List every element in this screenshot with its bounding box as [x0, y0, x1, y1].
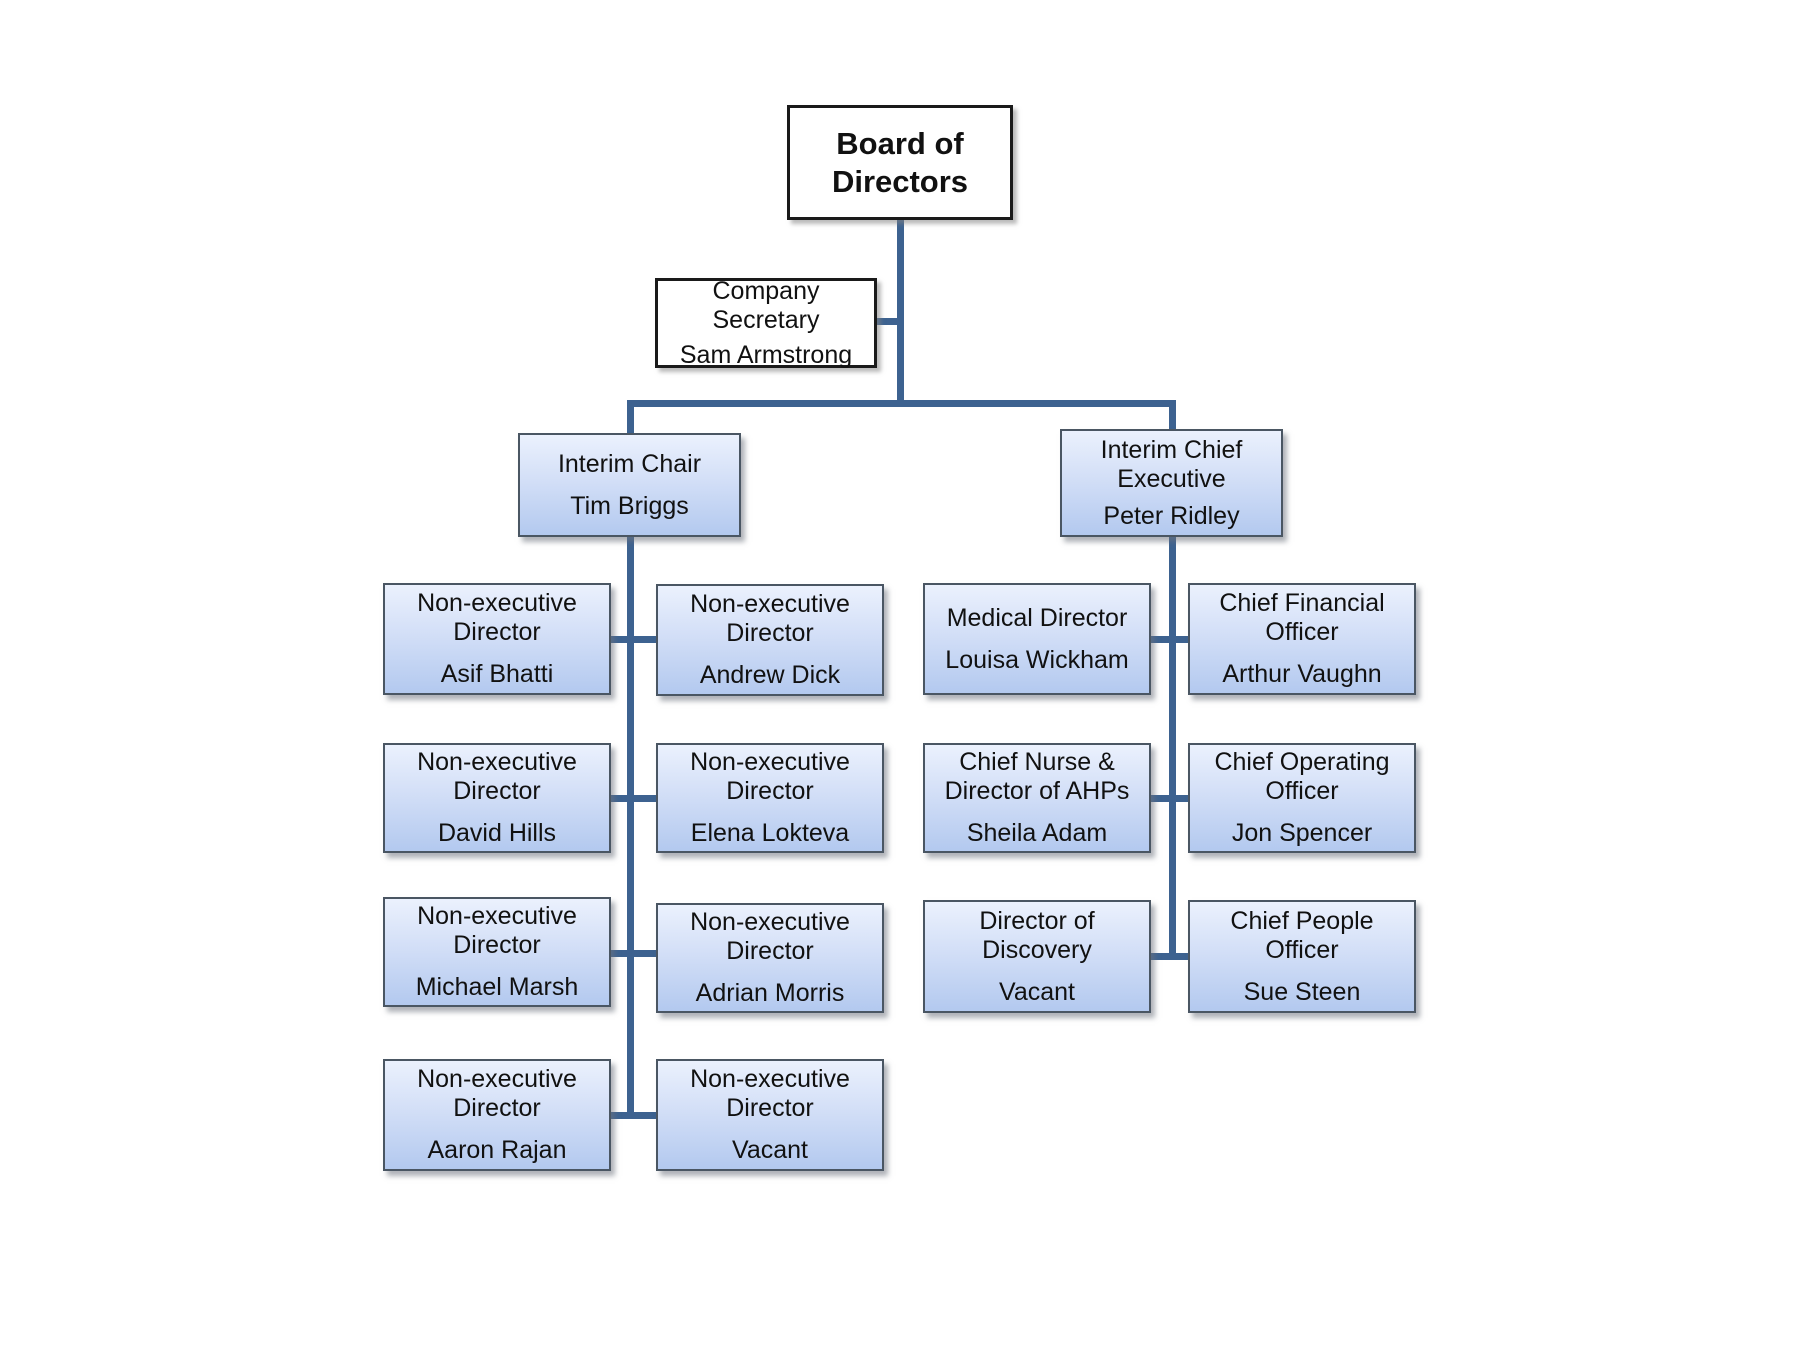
- node-director-of-discovery: Director of Discovery Vacant: [923, 900, 1151, 1013]
- role-label: Non-executive Director: [690, 1065, 850, 1122]
- connector-executive-trunk: [1169, 535, 1176, 959]
- name-label: Adrian Morris: [695, 979, 845, 1007]
- role-label: Non-executive Director: [417, 748, 577, 805]
- name-label: Vacant: [732, 1136, 808, 1164]
- role-label: Non-executive Director: [690, 908, 850, 965]
- name-label: Sam Armstrong: [679, 340, 853, 369]
- role-label: Interim Chief Executive: [1100, 435, 1243, 493]
- name-label: Vacant: [999, 977, 1075, 1006]
- node-chief-financial-officer: Chief Financial Officer Arthur Vaughn: [1188, 583, 1416, 695]
- role-label: Chief People Officer: [1230, 906, 1374, 964]
- role-label: Medical Director: [946, 603, 1128, 632]
- name-label: Tim Briggs: [570, 491, 689, 520]
- connector-main-horizontal: [627, 400, 1176, 407]
- role-label: Non-executive Director: [417, 902, 577, 959]
- name-label: Sue Steen: [1243, 977, 1361, 1006]
- node-interim-chair: Interim Chair Tim Briggs: [518, 433, 741, 537]
- connector-chair-trunk: [627, 535, 634, 1118]
- node-interim-chief-executive: Interim Chief Executive Peter Ridley: [1060, 429, 1283, 537]
- connector-board-drop: [897, 220, 904, 403]
- role-label: Chief Nurse & Director of AHPs: [944, 748, 1130, 805]
- node-company-secretary: Company Secretary Sam Armstrong: [655, 276, 877, 369]
- role-label: Chief Financial Officer: [1219, 589, 1385, 646]
- name-label: Jon Spencer: [1231, 819, 1373, 847]
- name-label: Asif Bhatti: [440, 660, 554, 688]
- role-label: Non-executive Director: [417, 589, 577, 646]
- name-label: Andrew Dick: [699, 661, 841, 689]
- node-board-of-directors: Board of Directors: [787, 105, 1013, 220]
- name-label: Peter Ridley: [1103, 501, 1240, 530]
- node-ned-andrew-dick: Non-executive Director Andrew Dick: [656, 584, 884, 696]
- node-ned-david-hills: Non-executive Director David Hills: [383, 743, 611, 853]
- connector-chair-row4-stub: [606, 1112, 660, 1119]
- role-label: Non-executive Director: [690, 590, 850, 647]
- name-label: Sheila Adam: [966, 819, 1108, 847]
- node-chief-people-officer: Chief People Officer Sue Steen: [1188, 900, 1416, 1013]
- node-ned-adrian-morris: Non-executive Director Adrian Morris: [656, 903, 884, 1013]
- connector-exec-row2-stub: [1147, 795, 1192, 802]
- connector-secretary-stub: [876, 318, 900, 325]
- connector-chair-row2-stub: [606, 795, 660, 802]
- name-label: Michael Marsh: [415, 973, 579, 1001]
- name-label: Elena Lokteva: [690, 819, 850, 847]
- name-label: Aaron Rajan: [427, 1136, 567, 1164]
- role-label: Chief Operating Officer: [1214, 748, 1390, 805]
- node-ned-vacant: Non-executive Director Vacant: [656, 1059, 884, 1171]
- connector-exec-row1-stub: [1147, 636, 1192, 643]
- node-chief-operating-officer: Chief Operating Officer Jon Spencer: [1188, 743, 1416, 853]
- name-label: Arthur Vaughn: [1222, 660, 1382, 688]
- role-label: Director of Discovery: [979, 906, 1095, 964]
- connector-executive-drop: [1169, 400, 1176, 431]
- connector-chair-row1-stub: [606, 636, 660, 643]
- connector-chair-row3-stub: [606, 950, 660, 957]
- node-ned-michael-marsh: Non-executive Director Michael Marsh: [383, 897, 611, 1007]
- connector-exec-row3-stub: [1147, 953, 1192, 960]
- role-label: Interim Chair: [557, 449, 702, 478]
- connector-chair-drop: [627, 400, 634, 434]
- role-label: Non-executive Director: [690, 748, 850, 805]
- board-title: Board of Directors: [831, 125, 969, 199]
- node-chief-nurse: Chief Nurse & Director of AHPs Sheila Ad…: [923, 743, 1151, 853]
- name-label: David Hills: [437, 819, 557, 847]
- role-label: Company Secretary: [712, 276, 820, 334]
- node-ned-asif-bhatti: Non-executive Director Asif Bhatti: [383, 583, 611, 695]
- role-label: Non-executive Director: [417, 1065, 577, 1122]
- name-label: Louisa Wickham: [945, 645, 1129, 674]
- node-ned-elena-lokteva: Non-executive Director Elena Lokteva: [656, 743, 884, 853]
- node-ned-aaron-rajan: Non-executive Director Aaron Rajan: [383, 1059, 611, 1171]
- node-medical-director: Medical Director Louisa Wickham: [923, 583, 1151, 695]
